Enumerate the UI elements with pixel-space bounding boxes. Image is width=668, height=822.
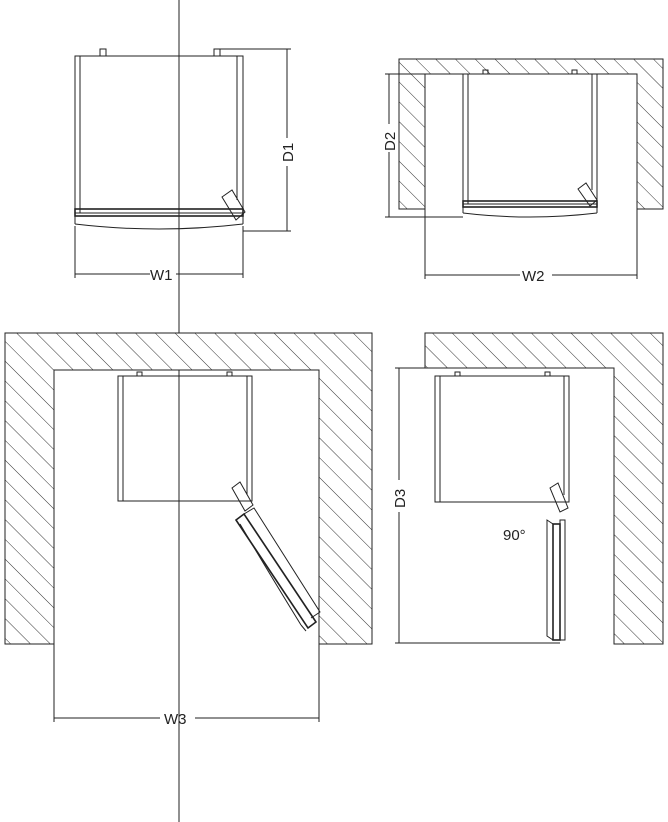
corner-wall	[424, 332, 664, 645]
d1-label: D1	[280, 143, 297, 162]
door-open	[234, 512, 318, 630]
door-closed	[74, 208, 244, 217]
cabinet-body	[117, 375, 253, 502]
figure-recessed: D2 W2	[382, 58, 664, 285]
w1-label: W1	[150, 267, 173, 284]
door-handle	[549, 482, 569, 513]
figure-freestanding: D1 W1	[74, 48, 297, 284]
door-handle	[577, 182, 598, 207]
door-open-90	[552, 523, 561, 641]
top-hinge-left	[99, 48, 107, 57]
niche-wall	[4, 332, 373, 645]
w3-label: W3	[164, 711, 187, 728]
cabinet-body	[462, 73, 598, 205]
cabinet-body	[74, 55, 244, 214]
d2-label: D2	[382, 132, 399, 151]
figure-niche-door-open: W3	[4, 332, 373, 728]
angle-label: 90°	[503, 527, 526, 544]
top-hinge-right	[213, 48, 221, 57]
door-front-curve	[74, 223, 244, 230]
door-front-curve	[462, 212, 598, 218]
d3-label: D3	[392, 489, 409, 508]
door-handle	[221, 189, 246, 221]
cabinet-body	[434, 375, 570, 503]
recess-wall	[398, 58, 664, 210]
figure-corner-door-90: 90° D3	[392, 332, 664, 645]
w2-label: W2	[522, 268, 545, 285]
door-handle	[231, 481, 254, 512]
door-closed	[462, 200, 598, 208]
